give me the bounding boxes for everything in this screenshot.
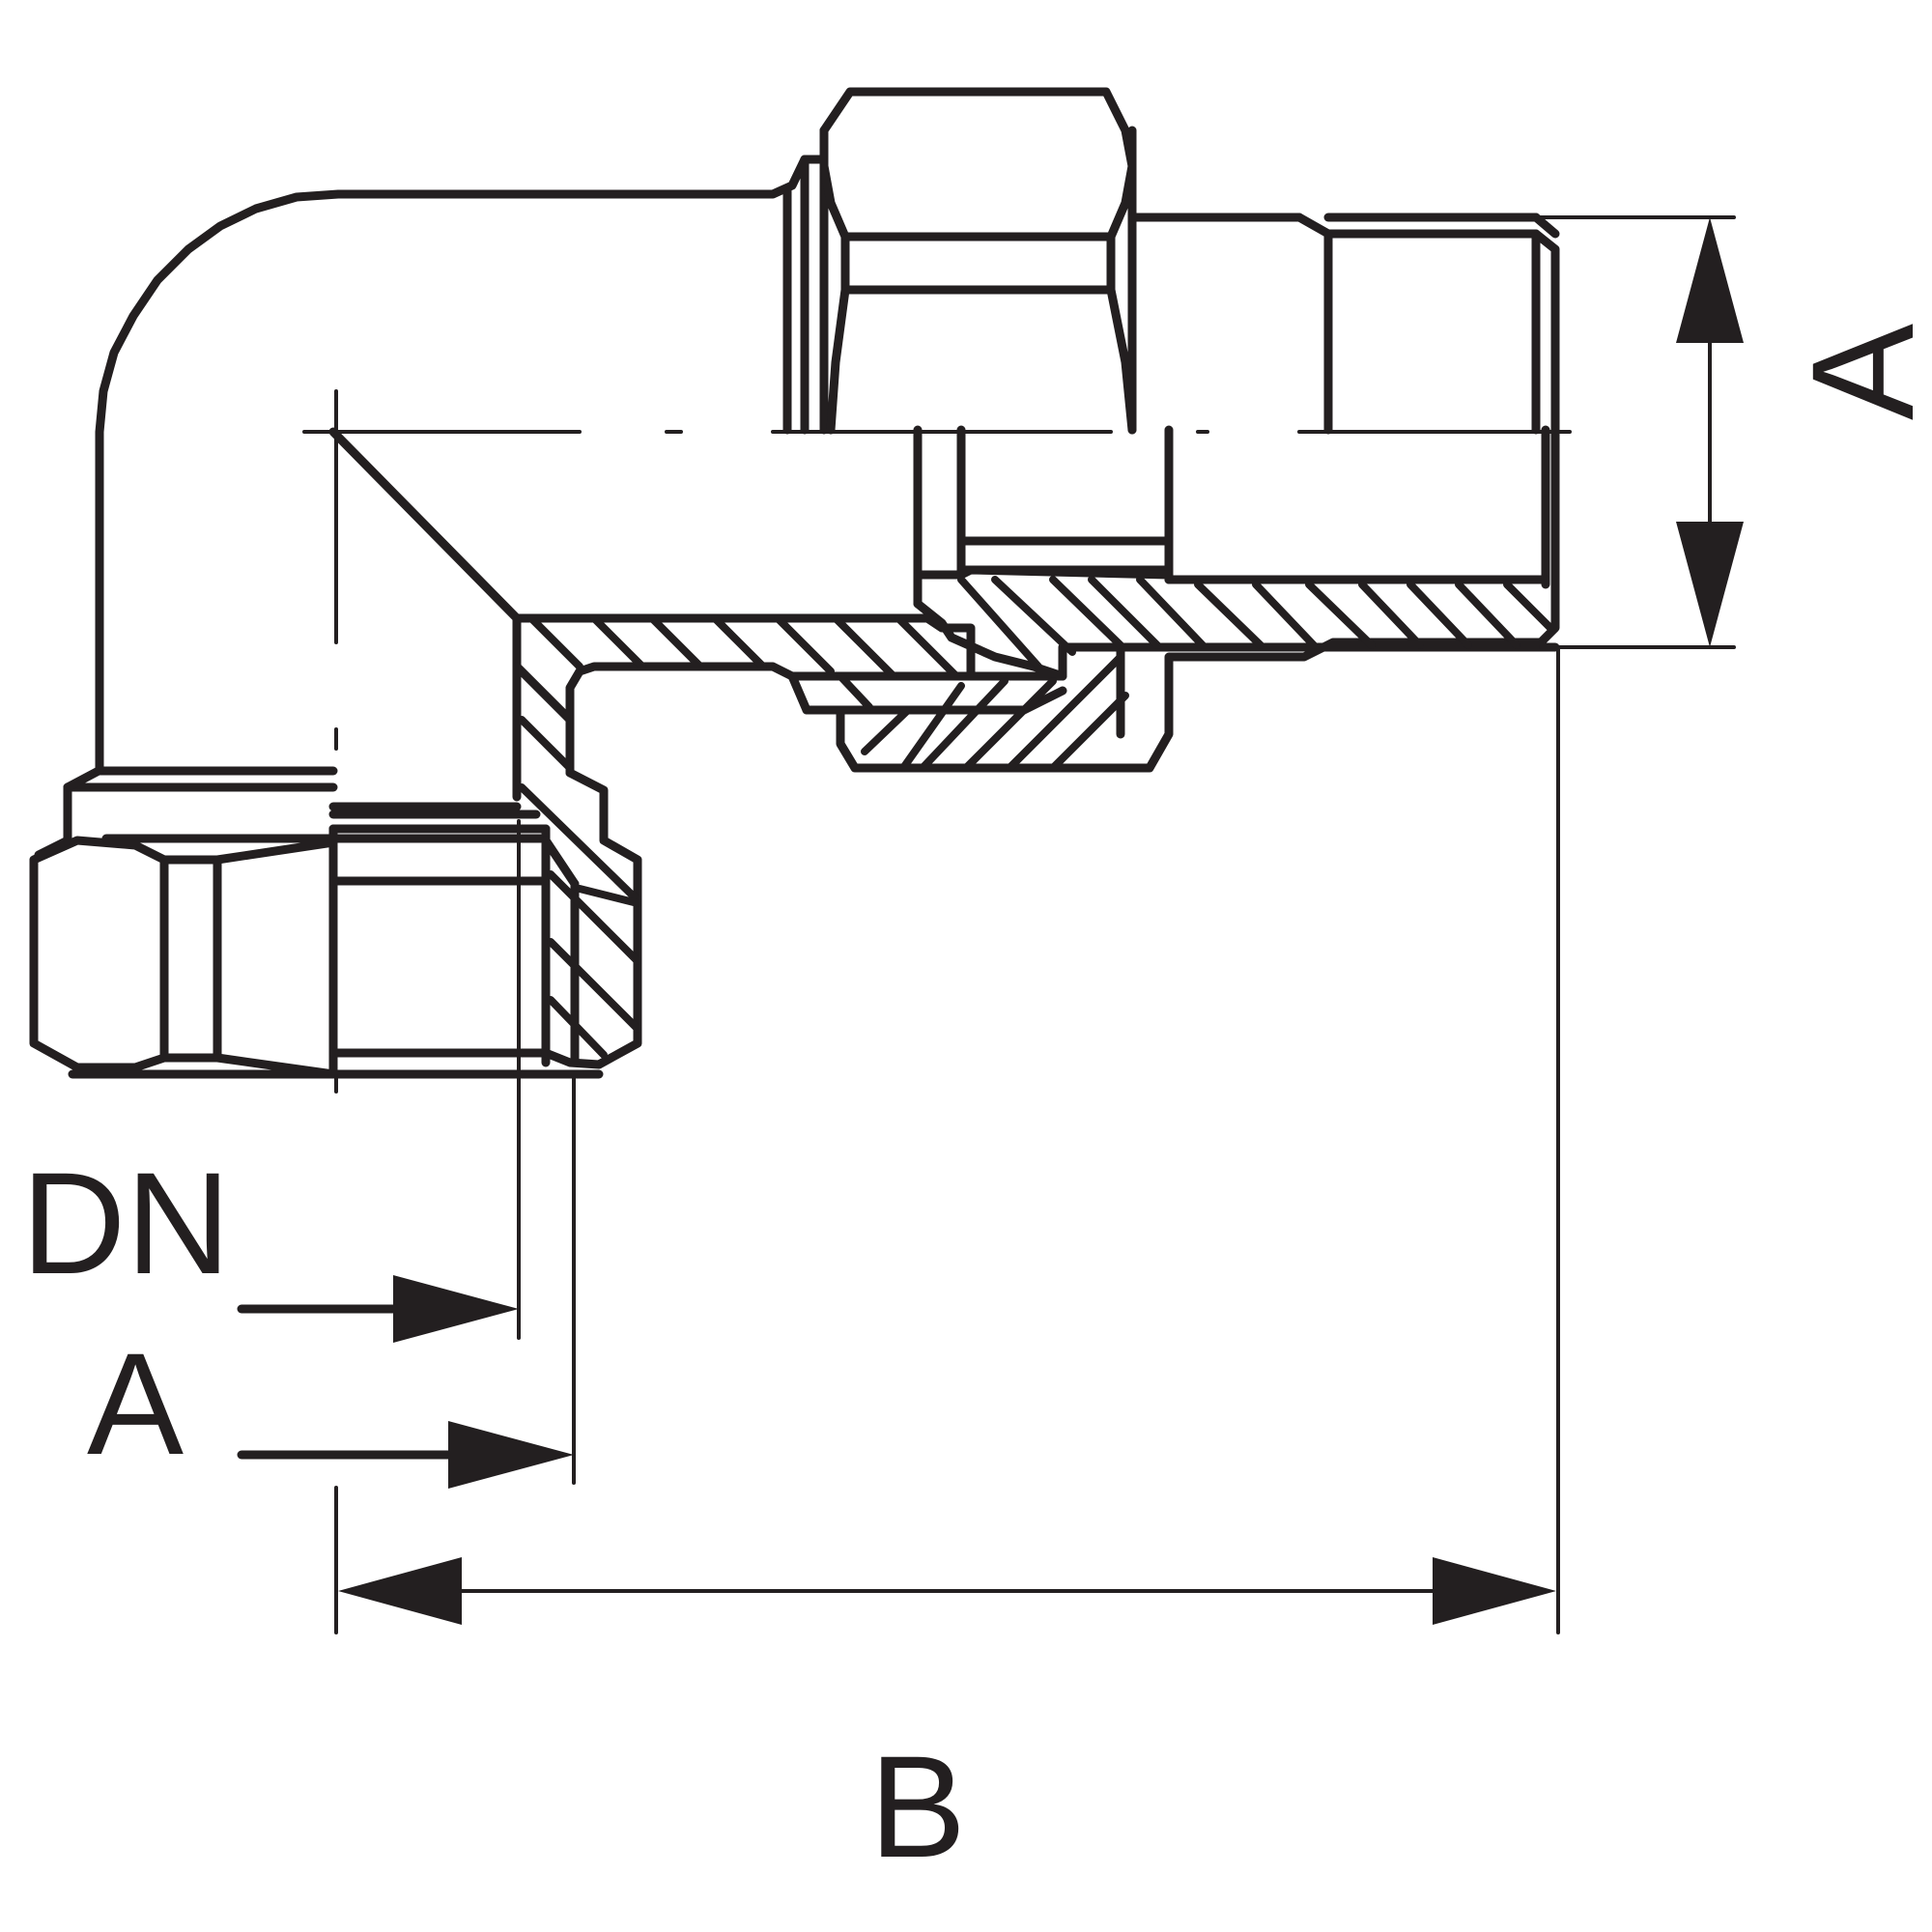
arrowhead-up	[1676, 217, 1744, 343]
dimension-a-left-leader	[237, 1075, 576, 1489]
arrowhead-left	[338, 1557, 462, 1625]
arrowhead-a-left	[448, 1421, 574, 1489]
dimension-b	[334, 645, 1560, 1634]
left-hex-nut	[29, 834, 604, 1079]
label-dn: DN	[21, 1142, 231, 1304]
left-flange-section	[512, 613, 932, 1069]
left-thread-section	[34, 766, 551, 1079]
elbow-body	[95, 155, 829, 776]
dimension-dn-leader	[237, 819, 521, 1343]
top-hex-nut	[819, 87, 1137, 435]
label-a-left: A	[87, 1322, 184, 1485]
centre-sleeve-section	[527, 425, 1554, 772]
arrowhead-dn	[393, 1275, 519, 1343]
arrowhead-down	[1676, 522, 1744, 647]
right-pipe	[787, 213, 1560, 773]
label-a-right: A	[1781, 324, 1932, 420]
label-b: B	[869, 1725, 966, 1888]
dimension-a-right	[1534, 215, 1744, 649]
centre-lines	[302, 389, 1572, 1094]
arrowhead-right	[1433, 1557, 1556, 1625]
